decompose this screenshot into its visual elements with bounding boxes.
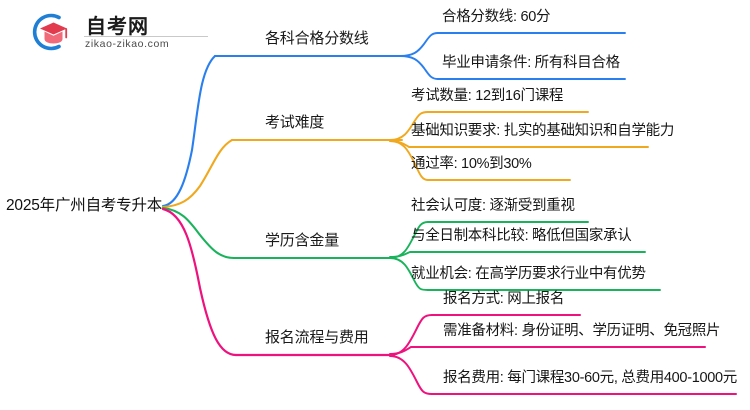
- logo-domain: zikao-zikao.com: [85, 38, 170, 50]
- site-logo: 自考网 zikao-zikao.com: [28, 8, 208, 56]
- mindmap-leaf-1-1[interactable]: 基础知识要求: 扎实的基础知识和自学能力: [411, 123, 675, 139]
- mindmap-leaf-0-1[interactable]: 毕业申请条件: 所有科目合格: [442, 55, 620, 71]
- mindmap-leaf-0-0[interactable]: 合格分数线: 60分: [442, 9, 551, 25]
- mindmap-leaf-2-0[interactable]: 社会认可度: 逐渐受到重视: [411, 198, 575, 214]
- mindmap-leaf-2-2[interactable]: 就业机会: 在高学历要求行业中有优势: [411, 266, 646, 282]
- mindmap-leaf-1-0[interactable]: 考试数量: 12到16门课程: [411, 88, 564, 104]
- mindmap-branch-0-label[interactable]: 各科合格分数线: [265, 30, 369, 47]
- mindmap-leaf-1-2[interactable]: 通过率: 10%到30%: [411, 156, 532, 172]
- mindmap-leaf-3-0[interactable]: 报名方式: 网上报名: [443, 291, 565, 307]
- mindmap-branch-1-label[interactable]: 考试难度: [265, 114, 325, 131]
- mindmap-leaf-3-2[interactable]: 报名费用: 每门课程30-60元, 总费用400-1000元: [443, 370, 737, 386]
- mindmap-leaf-2-1[interactable]: 与全日制本科比较: 略低但国家承认: [411, 228, 632, 244]
- mindmap-leaf-3-1[interactable]: 需准备材料: 身份证明、学历证明、免冠照片: [443, 323, 721, 339]
- mindmap-root-node[interactable]: 2025年广州自考专升本: [6, 197, 163, 214]
- graduation-cap-icon: [28, 10, 72, 54]
- logo-name: 自考网: [86, 16, 149, 38]
- mindmap-branch-2-label[interactable]: 学历含金量: [265, 232, 340, 249]
- mindmap-branch-3-label[interactable]: 报名流程与费用: [265, 329, 369, 346]
- logo-divider: [84, 36, 208, 37]
